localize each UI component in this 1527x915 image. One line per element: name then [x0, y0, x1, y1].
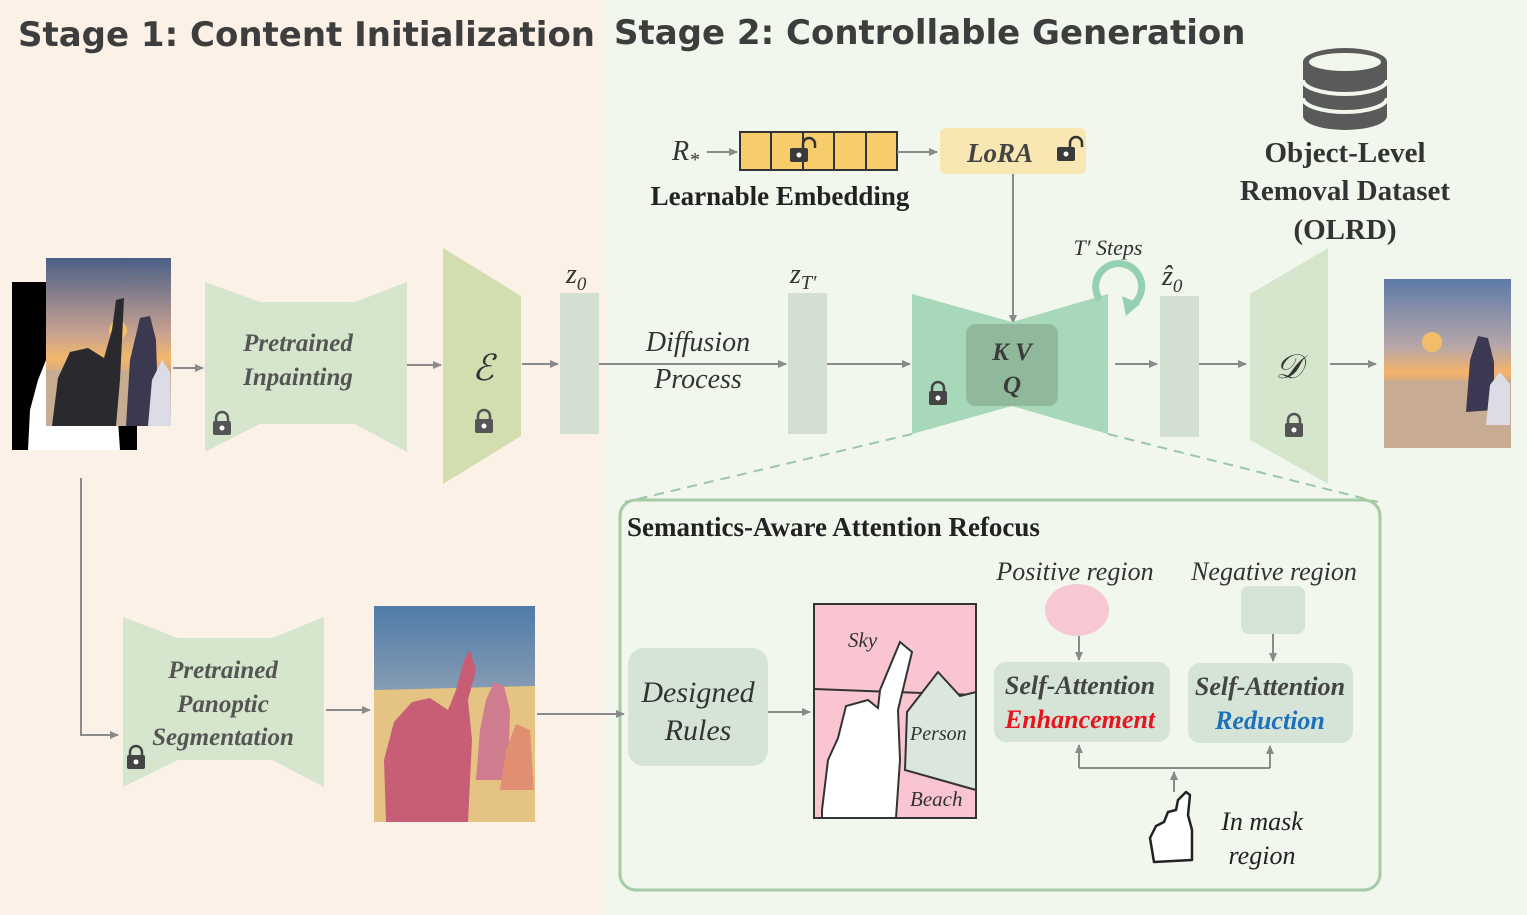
dataset-label-line3: (OLRD) — [1293, 214, 1396, 246]
panoptic-label-line2: Panoptic — [176, 691, 269, 718]
output-photo — [1384, 279, 1511, 448]
arrow-input-to-panoptic — [80, 478, 119, 739]
latent-z0-label: z0 — [565, 259, 587, 295]
mask-region-label-line1: In mask — [1220, 807, 1303, 836]
embedding-r-label: R* — [671, 136, 699, 171]
rules-label-line1: Designed — [640, 676, 755, 709]
enhancement-self-attention-label: Self-Attention — [1005, 671, 1155, 700]
segment-beach-label: Beach — [910, 787, 962, 811]
lock-icon — [1285, 412, 1303, 437]
latent-z0 — [560, 293, 599, 434]
latent-zhat-label: ẑ0 — [1161, 261, 1183, 297]
designed-rules-box — [628, 648, 768, 766]
stage2-title: Stage 2: Controllable Generation — [614, 13, 1245, 53]
zoom-line-left — [624, 433, 913, 503]
loop-icon — [1092, 260, 1146, 316]
segment-sky-label: Sky — [848, 628, 878, 652]
enhancement-label: Enhancement — [1004, 705, 1156, 734]
inpainting-label-line1: Pretrained — [242, 330, 353, 357]
pretrained-inpainting-module: Pretrained Inpainting — [205, 282, 407, 452]
stage1-title: Stage 1: Content Initialization — [18, 15, 595, 55]
attention-kv-label: K V — [991, 339, 1034, 366]
lora-label: LoRA — [966, 138, 1033, 168]
dataset-label-line1: Object-Level — [1264, 137, 1425, 169]
panoptic-label-line1: Pretrained — [167, 657, 278, 684]
lock-icon — [929, 380, 947, 405]
positive-region-label: Positive region — [995, 557, 1153, 586]
diffusion-label-line2: Process — [653, 364, 742, 395]
zoom-line-right — [1107, 433, 1379, 503]
latent-zT — [788, 293, 827, 434]
reduction-label: Reduction — [1214, 706, 1325, 735]
dataset-label-line2: Removal Dataset — [1240, 175, 1451, 207]
decoder-module: 𝒟 — [1250, 248, 1328, 484]
segmentation-map-image — [374, 606, 535, 822]
steps-label: T′ Steps — [1074, 235, 1143, 260]
panoptic-segmentation-module: Pretrained Panoptic Segmentation — [123, 617, 324, 787]
unlock-icon — [790, 136, 817, 162]
input-photo — [46, 258, 171, 426]
panoptic-label-line3: Segmentation — [152, 724, 294, 751]
inpainting-label-line2: Inpainting — [242, 364, 353, 391]
segment-person-label: Person — [909, 723, 967, 745]
positive-region-swatch — [1045, 584, 1109, 636]
encoder-module: ℰ — [443, 248, 521, 484]
lock-icon — [475, 408, 493, 433]
latent-zT-label: zT′ — [789, 259, 817, 294]
unet-module: K V Q — [912, 294, 1108, 434]
lora-module: LoRA — [940, 128, 1086, 174]
learnable-embedding-label: Learnable Embedding — [651, 181, 910, 211]
semantic-segments-diagram — [813, 603, 977, 819]
negative-region-swatch — [1241, 586, 1305, 634]
pointing-hand-icon — [1148, 790, 1194, 864]
attention-q-label: Q — [1003, 372, 1021, 399]
mask-region-label-line2: region — [1229, 841, 1296, 870]
reduction-box — [1188, 663, 1353, 743]
learnable-embedding-tokens — [739, 131, 898, 171]
negative-region-label: Negative region — [1190, 557, 1357, 586]
rules-label-line2: Rules — [664, 714, 732, 747]
lock-icon — [213, 410, 231, 435]
database-icon — [1301, 48, 1389, 130]
reduction-self-attention-label: Self-Attention — [1195, 672, 1345, 701]
unlock-icon — [1057, 135, 1084, 161]
refocus-title: Semantics-Aware Attention Refocus — [627, 512, 1040, 542]
lock-icon — [127, 744, 145, 769]
diffusion-label-line1: Diffusion — [645, 327, 750, 358]
latent-zhat — [1160, 296, 1199, 437]
encoder-symbol: ℰ — [472, 348, 497, 388]
enhancement-box — [994, 662, 1170, 742]
